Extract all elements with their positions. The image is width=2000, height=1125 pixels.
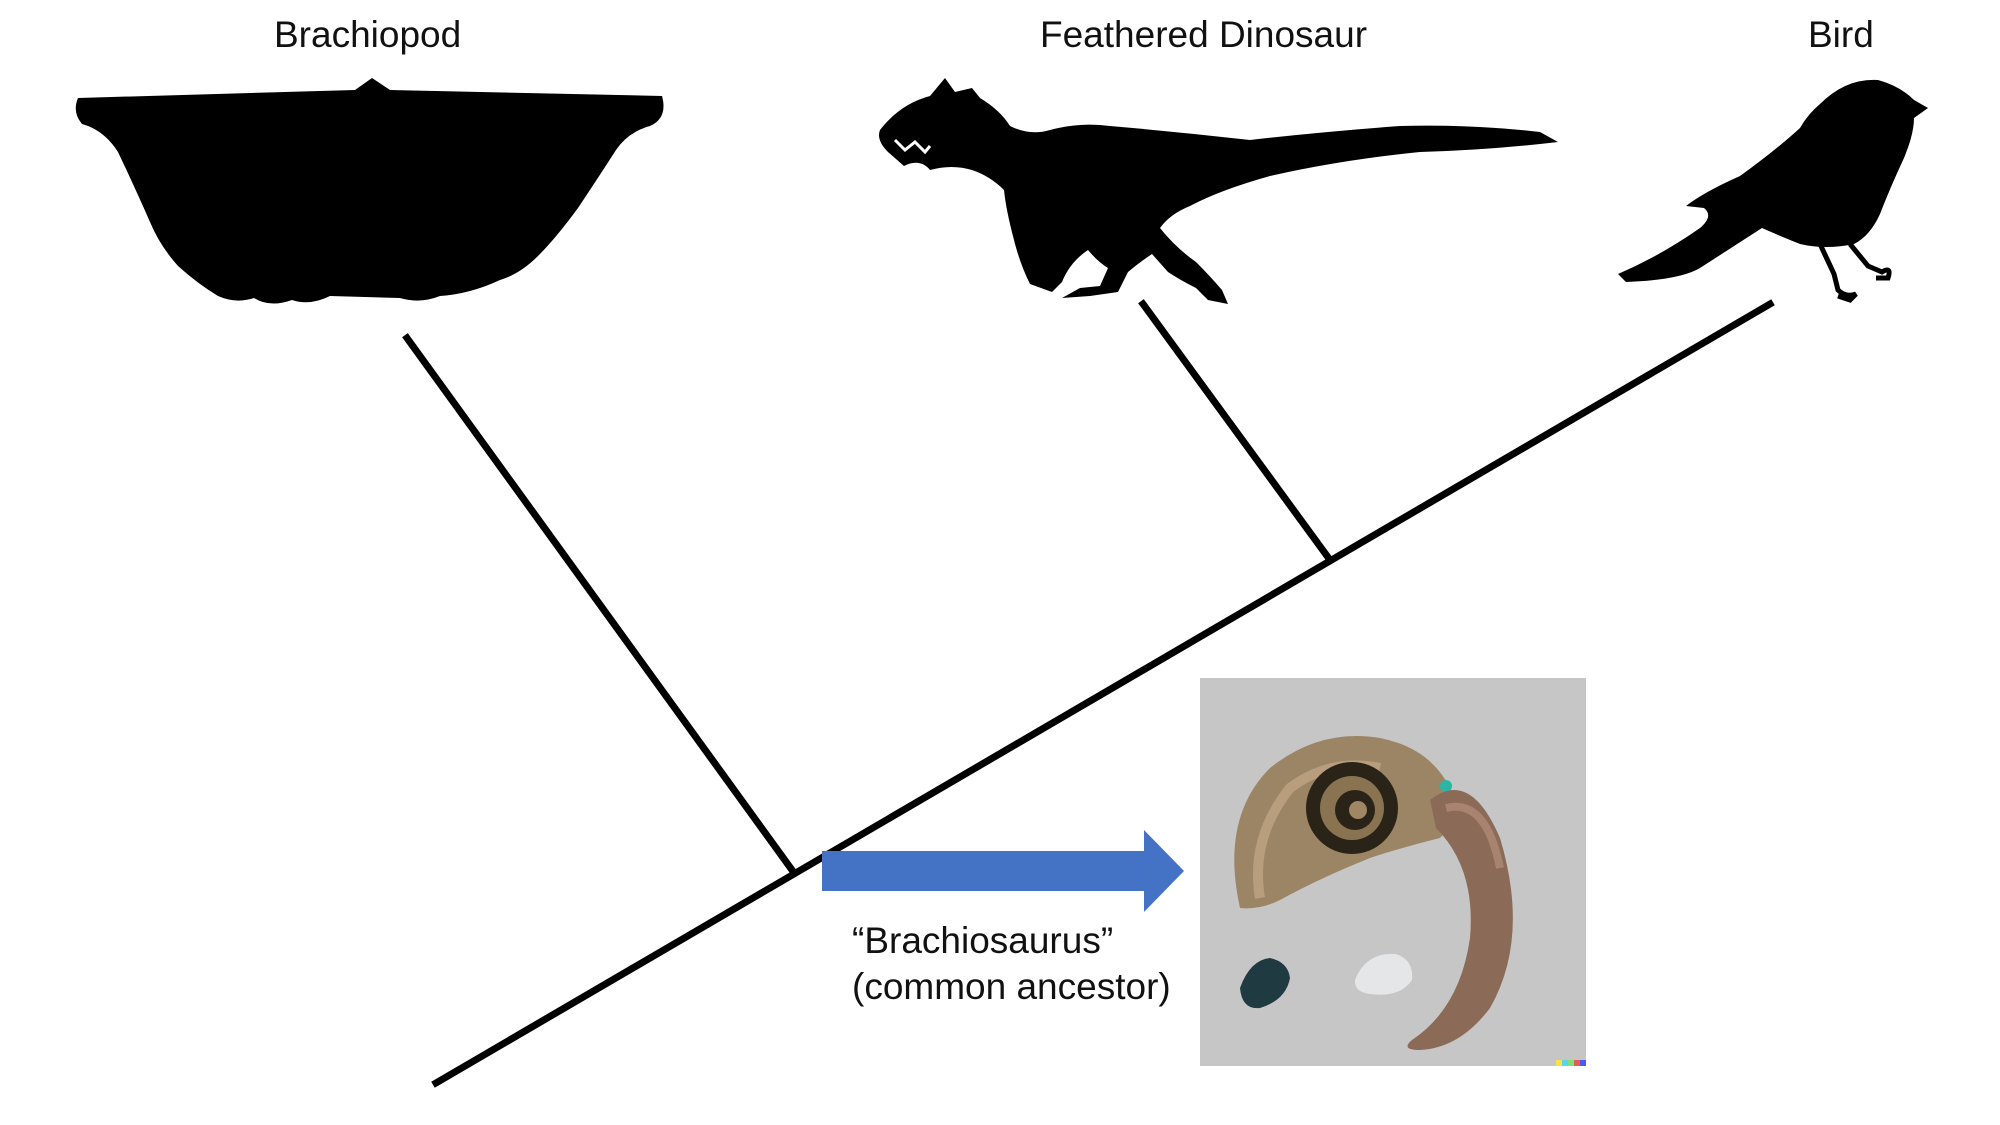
ancestor-description: (common ancestor) <box>852 966 1171 1007</box>
brachiopod-branch-line <box>402 333 797 875</box>
dinosaur-branch-line <box>1138 299 1335 565</box>
ancestor-caption: “Brachiosaurus” (common ancestor) <box>852 918 1171 1010</box>
ancestor-illustration-svg <box>1234 736 1586 1066</box>
eye-shape <box>1440 780 1452 792</box>
bird-label: Bird <box>1808 14 1874 55</box>
bird-silhouette-icon <box>1618 79 1928 303</box>
brachiopod-silhouette-icon <box>75 78 664 304</box>
main-stem-line <box>431 299 1775 1088</box>
light-pebble-shape <box>1354 953 1413 995</box>
dark-pebble-shape <box>1240 958 1290 1009</box>
tusk-shape <box>1407 789 1513 1050</box>
brachiopod-label: Brachiopod <box>274 14 462 55</box>
ancestor-illustration <box>1200 678 1586 1066</box>
arrow-right-icon <box>822 830 1184 912</box>
tree-lines <box>402 299 1775 1088</box>
feathered-dinosaur-label: Feathered Dinosaur <box>1040 14 1368 55</box>
ancestor-name: “Brachiosaurus” <box>852 920 1114 961</box>
feathered-dinosaur-silhouette-icon <box>879 78 1558 304</box>
